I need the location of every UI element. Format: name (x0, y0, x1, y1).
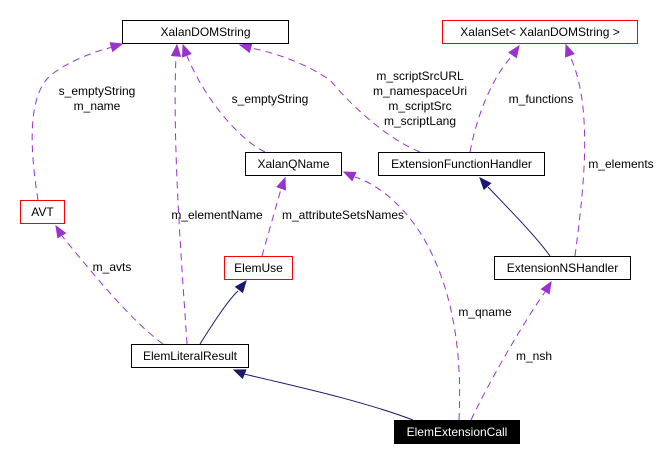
edge-label-avt-string: s_emptyString m_name (59, 84, 136, 114)
node-avt[interactable]: AVT (20, 200, 65, 224)
edge-efh-to-string-arrowhead (238, 42, 253, 54)
edge-label-efh-set: m_functions (508, 92, 574, 106)
edge-avt-to-string (31, 46, 114, 201)
edge-label-call-nsh: m_nsh (515, 349, 553, 363)
edge-elemuse-to-qname (261, 188, 282, 257)
node-elem-use[interactable]: ElemUse (224, 256, 293, 280)
edge-elr-to-elemuse (199, 290, 239, 345)
node-xalan-set[interactable]: XalanSet< XalanDOMString > (442, 20, 638, 44)
edge-label-qname-string: s_emptyString (231, 92, 309, 106)
node-extension-ns-handler[interactable]: ExtensionNSHandler (494, 256, 631, 280)
node-extension-function-handler[interactable]: ExtensionFunctionHandler (378, 152, 545, 176)
edge-call-to-nsh-arrowhead (540, 280, 552, 295)
edge-elemuse-to-qname-arrowhead (276, 176, 286, 191)
edge-elr-to-avt (61, 235, 164, 345)
edge-call-to-nsh (470, 291, 546, 421)
edge-elr-to-avt-arrowhead (55, 224, 67, 239)
edge-call-to-elr-arrowhead (232, 369, 247, 380)
edge-efh-to-set-arrowhead (508, 44, 520, 59)
edge-label-line: m_scriptLang (383, 114, 457, 128)
edge-efh-to-string (250, 47, 421, 153)
edge-label-call-qname: m_qname (458, 305, 512, 319)
edge-call-to-qname-arrowhead (342, 171, 357, 182)
edge-nsh-to-set (569, 55, 586, 257)
edge-efh-to-set (469, 55, 513, 153)
edge-label-line: m_name (73, 99, 121, 113)
edge-avt-to-string-arrowhead (109, 42, 124, 53)
edge-label-efh-string: m_scriptSrcURL m_namespaceUri m_scriptSr… (373, 69, 467, 129)
edge-label-elemuse-qname: m_attributeSetsNames (281, 208, 405, 222)
edge-nsh-to-set-arrowhead (565, 43, 575, 58)
edge-label-nsh-set: m_elements (588, 157, 654, 171)
edge-label-line: m_scriptSrc (388, 99, 452, 113)
node-elem-extension-call: ElemExtensionCall (394, 420, 520, 444)
edge-qname-to-string-arrowhead (182, 43, 192, 58)
edge-label-elr-string: m_elementName (171, 208, 263, 222)
edge-elr-to-string-arrowhead (170, 43, 182, 57)
edge-label-line: m_namespaceUri (372, 84, 468, 98)
edge-label-elr-avt: m_avts (92, 260, 132, 274)
node-xalan-dom-string[interactable]: XalanDOMString (122, 20, 289, 44)
node-xalan-qname[interactable]: XalanQName (245, 152, 342, 176)
edge-label-line: s_emptyString (58, 84, 136, 98)
edge-qname-to-string (186, 55, 266, 153)
node-elem-literal-result[interactable]: ElemLiteralResult (131, 344, 249, 368)
edge-call-to-qname (354, 176, 461, 421)
edge-nsh-to-efh-arrowhead (479, 177, 492, 191)
edge-elr-to-string (174, 55, 188, 345)
edge-label-line: m_scriptSrcURL (376, 69, 464, 83)
edge-elr-to-elemuse-arrowhead (234, 279, 247, 294)
edge-call-to-elr (243, 373, 414, 421)
edge-nsh-to-efh (487, 186, 551, 257)
